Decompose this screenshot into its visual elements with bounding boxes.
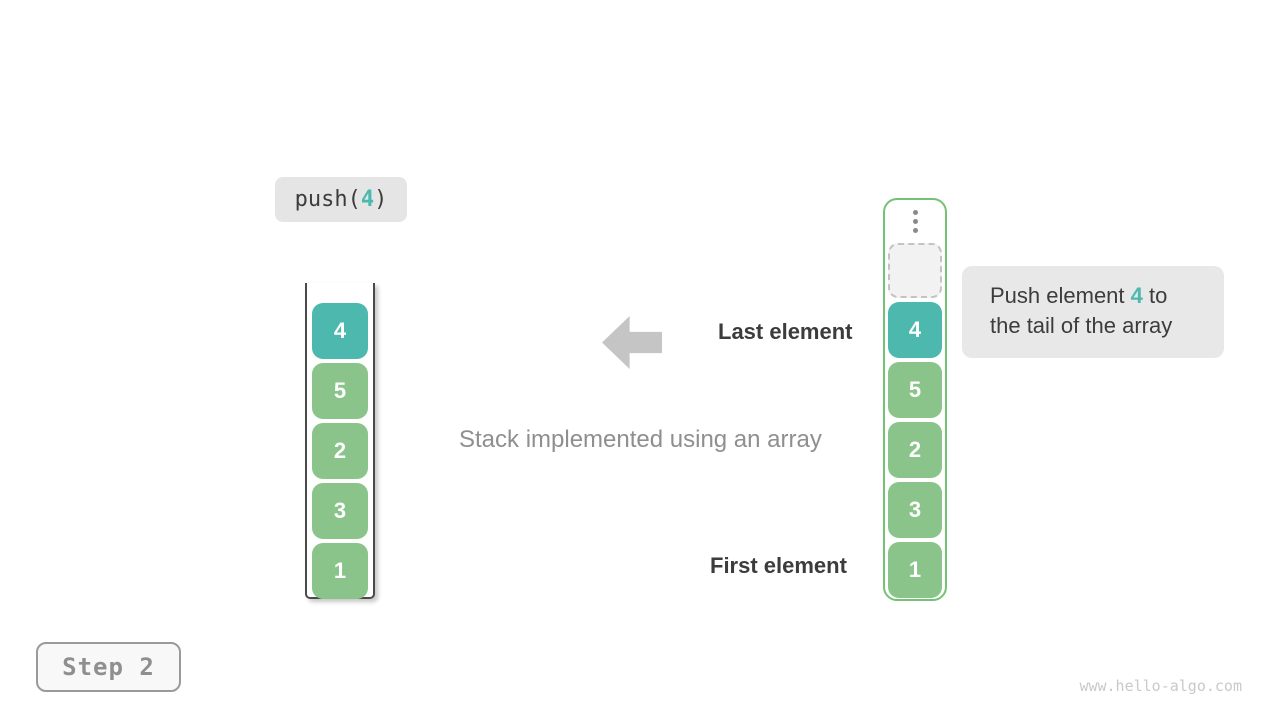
vertical-ellipsis-icon xyxy=(912,210,918,233)
stack-cell: 3 xyxy=(888,482,942,538)
stack-cell: 4 xyxy=(312,303,368,359)
stack-cell: 2 xyxy=(888,422,942,478)
stack-container-left: 4 5 2 3 1 xyxy=(305,283,375,599)
empty-slot xyxy=(888,243,942,298)
callout-text-after: to the tail of the array xyxy=(990,283,1173,338)
first-element-label: First element xyxy=(710,553,847,578)
step-label: Step 2 xyxy=(36,642,181,692)
operation-argument: 4 xyxy=(360,187,375,212)
stack-cell: 5 xyxy=(312,363,368,419)
stack-cell: 1 xyxy=(312,543,368,599)
stack-cell: 3 xyxy=(312,483,368,539)
diagram-caption: Stack implemented using an array xyxy=(459,426,822,453)
operation-suffix: ) xyxy=(374,187,388,212)
arrow-left-icon xyxy=(602,316,662,369)
stack-container-right: 4 5 2 3 1 xyxy=(883,198,947,601)
stack-cell: 4 xyxy=(888,302,942,358)
watermark: www.hello-algo.com xyxy=(1079,677,1242,695)
callout-text-before: Push element xyxy=(990,283,1131,308)
last-element-label: Last element xyxy=(718,319,853,344)
stack-cell: 5 xyxy=(888,362,942,418)
operation-label: push(4) xyxy=(275,177,407,222)
operation-prefix: push( xyxy=(294,187,361,212)
stack-cell: 1 xyxy=(888,542,942,598)
annotation-callout: Push element 4 to the tail of the array xyxy=(962,266,1224,358)
callout-highlight: 4 xyxy=(1130,283,1143,308)
stack-cell: 2 xyxy=(312,423,368,479)
